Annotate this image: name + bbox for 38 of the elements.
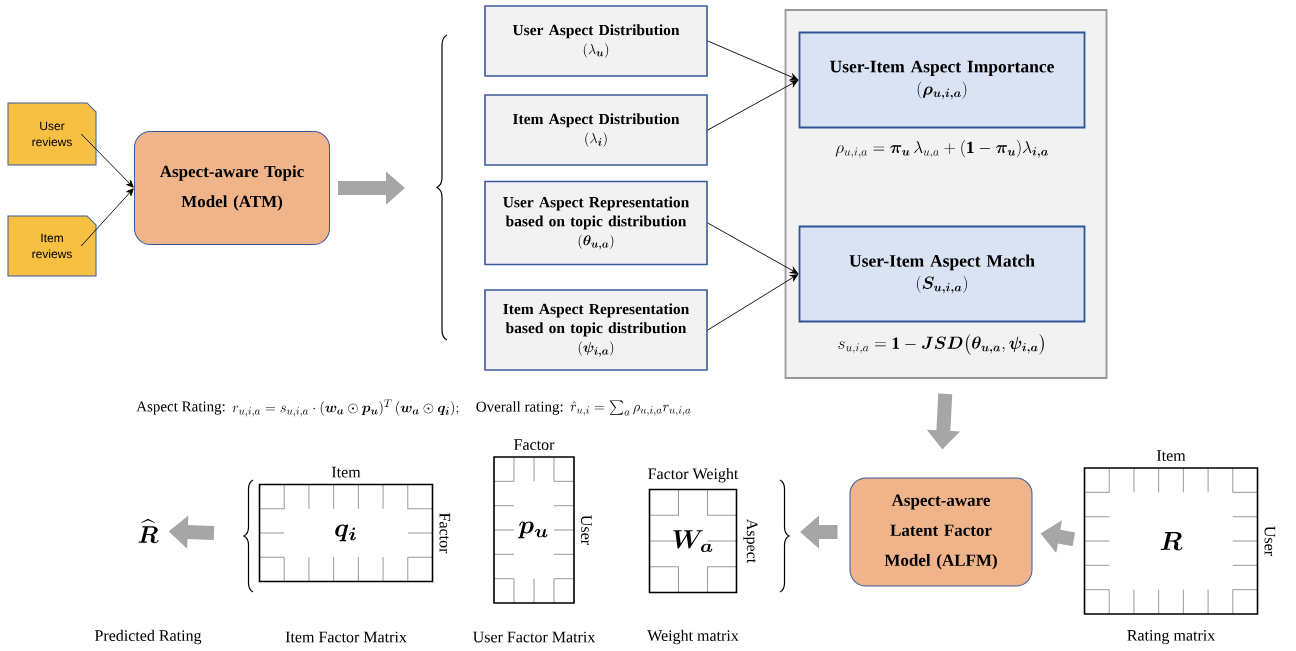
axis-label: Aspect	[743, 518, 758, 564]
aspect-box: User Aspect Representation based on topic distribution $(\boldsymbol{\theta_{u,a}})$	[484, 180, 708, 266]
text-label: Aspect Rating:	[136, 401, 225, 415]
arrow	[707, 274, 799, 331]
aspect-box: User Aspect Distribution $(\lambda_{\boldsymbol{u}})$	[484, 5, 708, 77]
axis-label: Factor Weight	[648, 467, 739, 483]
matrix-grid: $\boldsymbol{p_u}$	[493, 456, 575, 604]
process-box: Aspect-aware Latent Factor Model (ALFM)	[849, 477, 1033, 587]
aspect-box: Item Aspect Distribution $(\lambda_{\boldsymbol{i}})$	[484, 94, 708, 166]
arrow	[707, 222, 799, 274]
formula: $\rho_{u,i,a} = \boldsymbol{\pi_u}\,\lambda_{u,a} + (\mathbf{1}-\boldsymbol{\pi_u})\lambda_{\boldsymbol{i,a}}$	[835, 139, 1048, 158]
process-box: Aspect-aware Topic Model (ATM)	[134, 131, 330, 245]
axis-label: User	[581, 515, 592, 545]
axis-label: Item	[331, 466, 361, 478]
formula: $r_{u,i,a} = s_{u,i,a}\cdot(\boldsymbol{w_a}\odot\boldsymbol{p_u})^T\,(\boldsymbol{w_a}\odot\boldsymbol{q_i});$	[232, 399, 459, 417]
matrix-caption: Item Factor Matrix	[285, 631, 407, 643]
result-box: User-Item Aspect Importance $(\boldsymbol{\rho_{u,i,a}})$	[798, 31, 1086, 129]
matrix-caption: Rating matrix	[1127, 630, 1216, 645]
arrow	[707, 80, 799, 131]
arrow	[80, 133, 134, 188]
matrix-caption: Predicted Rating	[94, 629, 202, 645]
axis-label: User	[1264, 526, 1276, 556]
formula: $\hat{r}_{u,i} = \textstyle\sum_a \rho_{u,i,a} r_{u,i,a}$	[570, 400, 691, 416]
matrix-caption: User Factor Matrix	[473, 631, 596, 643]
result-box: User-Item Aspect Match $(\boldsymbol{S_{u,i,a}})$	[798, 225, 1086, 323]
matrix-grid: $\boldsymbol{W_a}$	[648, 488, 738, 594]
matrix-grid: $\boldsymbol{R}$	[1083, 467, 1259, 615]
formula: $s_{u,i,a} = \mathbf{1} - \boldsymbol{JSD}\big(\boldsymbol{\theta_{u,a}},\boldsymbol{\psi_{i,a}}\big)$	[838, 333, 1044, 355]
axis-label: Factor	[439, 513, 451, 554]
axis-label: Factor	[514, 439, 555, 450]
arrow	[80, 188, 134, 247]
matrix-caption: Weight matrix	[647, 629, 739, 645]
matrix-symbol: $\widehat{\boldsymbol{R}}$	[138, 518, 159, 544]
axis-label: Item	[1156, 450, 1186, 461]
text-label: Overall rating:	[476, 401, 563, 415]
matrix-grid: $\boldsymbol{q_i}$	[258, 483, 434, 583]
arrow	[707, 40, 799, 81]
aspect-box: Item Aspect Representation based on topic distribution $(\boldsymbol{\psi_{i,a}})$	[484, 289, 708, 371]
